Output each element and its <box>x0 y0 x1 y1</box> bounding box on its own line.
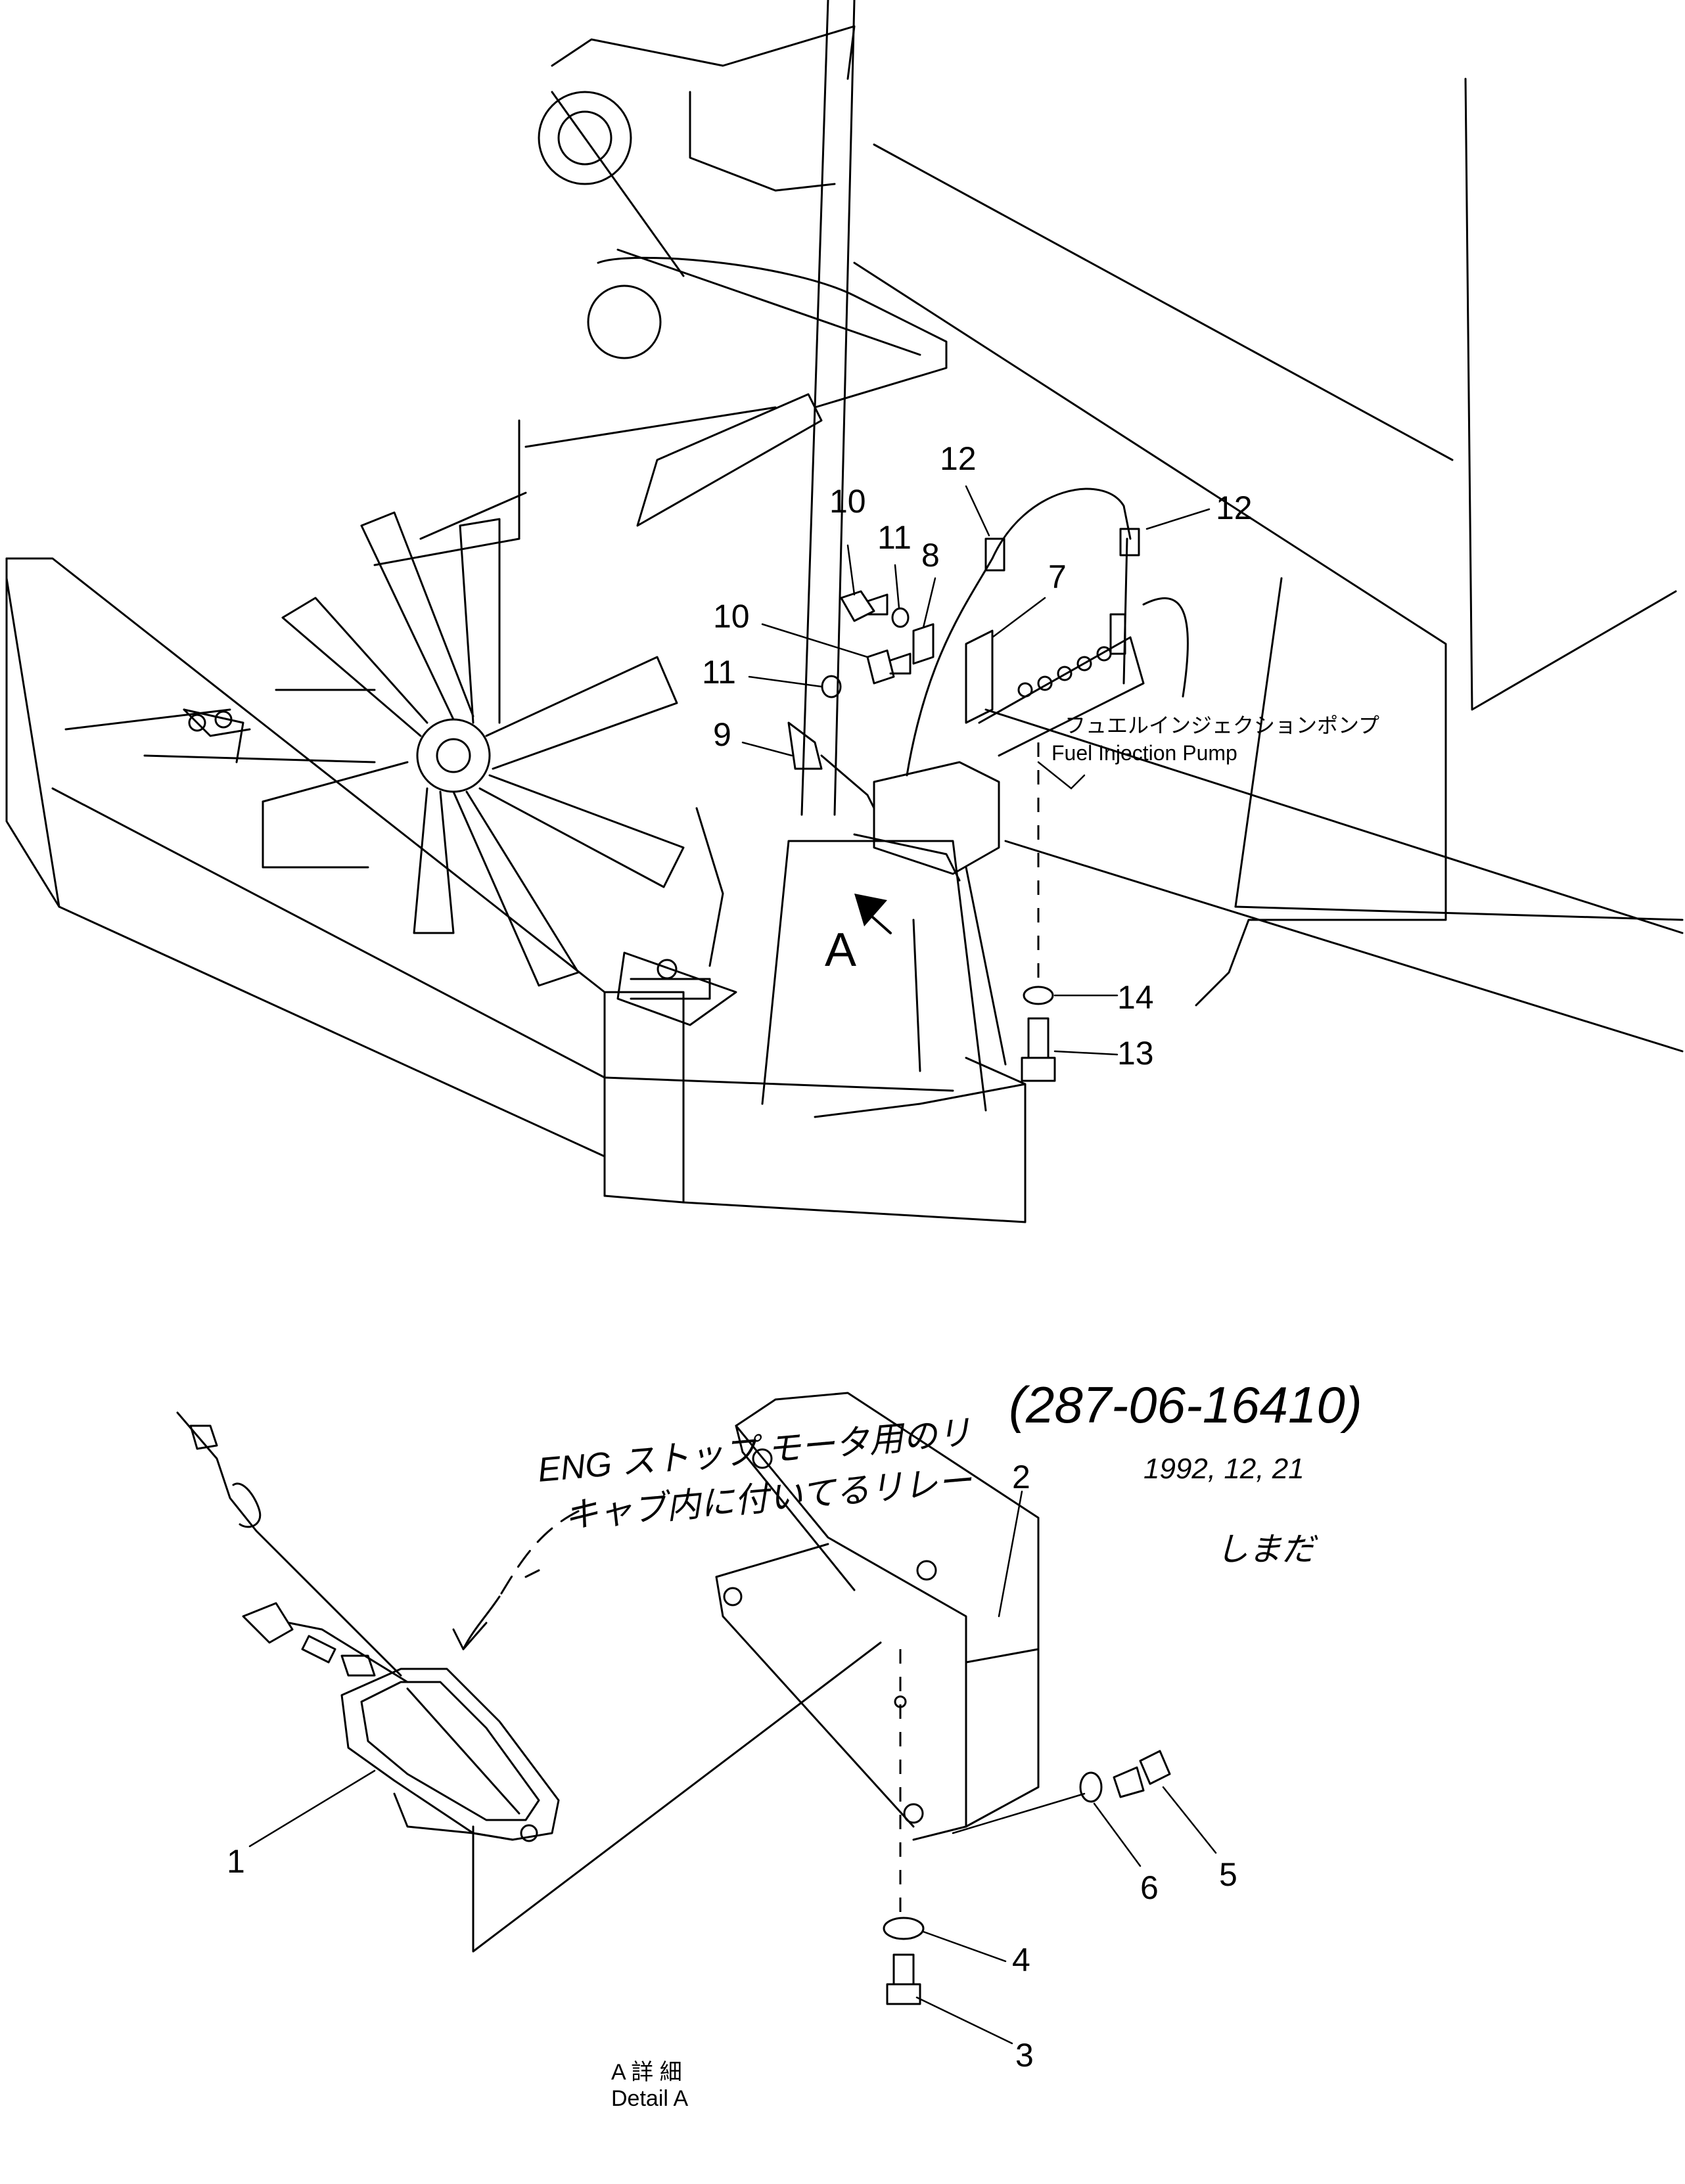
handwritten-part-number: (287-06-16410) <box>1009 1376 1362 1434</box>
callout-10-upper: 10 <box>829 483 866 520</box>
pump-label-jp: フュエルインジェクションポンプ <box>1065 714 1379 737</box>
leader-lines-upper <box>741 485 1211 1056</box>
callout-4: 4 <box>1012 1942 1030 1978</box>
handwritten-annotation: (287-06-16410) 1992, 12, 21 しまだ ENG ストップ… <box>452 1376 1362 1650</box>
callout-12-left: 12 <box>940 440 977 477</box>
detail-frame-lines <box>472 1641 882 1953</box>
callout-14: 14 <box>1117 979 1154 1016</box>
relay-assembly-drawing <box>176 1411 560 1842</box>
callout-2: 2 <box>1012 1459 1030 1495</box>
leader-lines-lower <box>248 1490 1217 2045</box>
machine-frame-drawing <box>5 0 1684 1223</box>
callout-8: 8 <box>921 537 940 574</box>
callout-12-right: 12 <box>1216 489 1253 526</box>
handwritten-date: 1992, 12, 21 <box>1143 1453 1304 1485</box>
detail-caption-en: Detail A <box>611 2086 688 2111</box>
handwritten-signature: しまだ <box>1216 1531 1318 1568</box>
detail-caption-jp: A 詳 細 <box>611 2060 682 2085</box>
pump-label-leader <box>1037 761 1086 790</box>
fan-drawing <box>262 511 685 987</box>
hardware-drawing <box>787 590 1056 1082</box>
callout-3: 3 <box>1015 2037 1034 2074</box>
callout-9: 9 <box>713 716 731 753</box>
view-marker-a: A <box>825 924 856 976</box>
callout-13: 13 <box>1117 1035 1154 1072</box>
stop-cable-upper <box>906 488 1140 777</box>
callout-11-lower: 11 <box>702 654 736 691</box>
pump-label-en: Fuel Injection Pump <box>1051 741 1237 765</box>
callout-6: 6 <box>1140 1869 1159 1906</box>
callout-10-lower: 10 <box>713 598 750 635</box>
callout-1: 1 <box>227 1843 245 1880</box>
relay-bracket-drawing <box>715 1392 1171 2005</box>
callout-5: 5 <box>1219 1856 1237 1893</box>
callout-11-upper: 11 <box>877 519 912 556</box>
view-arrow-a <box>854 894 892 934</box>
callout-7: 7 <box>1048 558 1067 595</box>
